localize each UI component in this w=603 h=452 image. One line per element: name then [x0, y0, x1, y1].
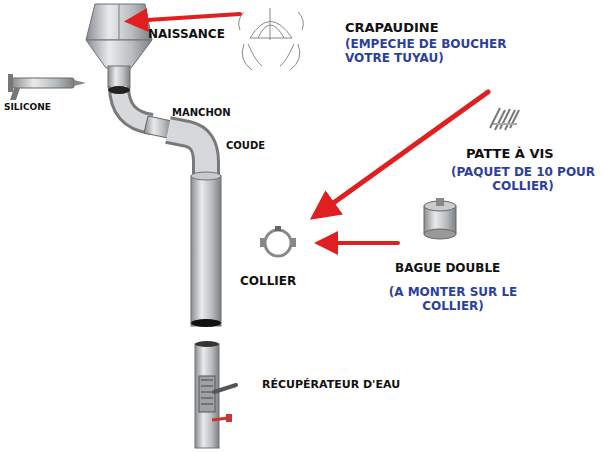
note-label: (A MONTER SUR LE COLLIER) — [378, 285, 528, 314]
part-label: COUDE — [226, 140, 265, 152]
double-ring — [424, 198, 456, 239]
part-label: PATTE À VIS — [466, 146, 554, 162]
part-label: BAGUE DOUBLE — [395, 261, 500, 275]
crapaudine-sketch — [239, 8, 304, 70]
note-label: (EMPECHE DE BOUCHER VOTRE TUYAU) — [345, 37, 530, 66]
part-label: SILICONE — [4, 102, 51, 113]
part-label: NAISSANCE — [148, 27, 225, 41]
water-collector — [195, 341, 236, 448]
downpipe — [191, 172, 221, 327]
note-label: (PAQUET DE 10 POUR COLLIER) — [448, 165, 598, 194]
pipe-elbow — [108, 86, 206, 178]
part-label: COLLIER — [240, 274, 296, 288]
naissance-part — [86, 4, 152, 88]
screw-pack — [490, 108, 519, 130]
part-label: MANCHON — [172, 107, 231, 119]
collar-ring — [260, 226, 296, 256]
part-label: RÉCUPÉRATEUR D'EAU — [262, 378, 400, 391]
part-label: CRAPAUDINE — [345, 20, 439, 36]
silicone-gun — [8, 74, 86, 100]
